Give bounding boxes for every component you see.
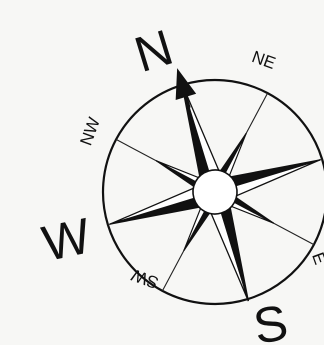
- label-northwest: NW: [76, 115, 104, 148]
- label-north: N: [128, 19, 179, 83]
- label-northeast: NE: [249, 47, 278, 73]
- center-hub: [188, 165, 243, 220]
- label-west: W: [38, 207, 97, 272]
- label-south: S: [249, 294, 292, 345]
- compass-rose-rotated: [70, 37, 324, 334]
